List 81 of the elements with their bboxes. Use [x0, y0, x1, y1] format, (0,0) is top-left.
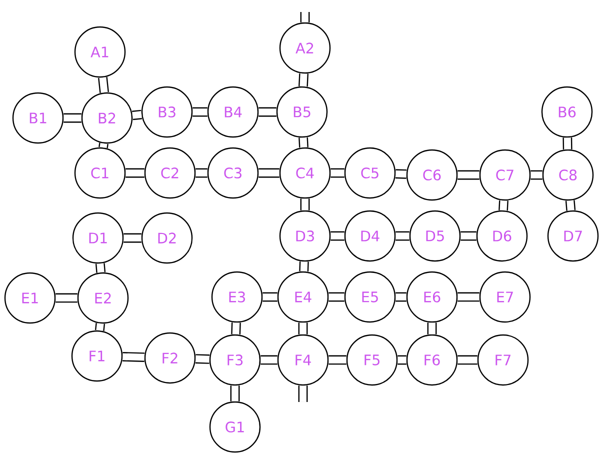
channel — [330, 231, 344, 241]
circle-node: F5 — [346, 334, 398, 386]
channel — [230, 386, 240, 402]
channel — [328, 292, 344, 302]
circle-node: B4 — [207, 86, 259, 138]
channel — [328, 355, 346, 365]
channel — [231, 322, 241, 335]
circle-node: D3 — [279, 210, 331, 262]
circle-node: C2 — [144, 147, 196, 199]
circle-node: C1 — [74, 147, 126, 199]
channel — [460, 231, 476, 241]
circle-node: C7 — [479, 149, 531, 201]
circle-node: G1 — [209, 401, 261, 453]
circle-node: D5 — [409, 210, 461, 262]
channel — [396, 292, 406, 302]
circle-node: B3 — [141, 86, 193, 138]
channel — [192, 107, 208, 117]
channel — [458, 292, 480, 302]
circle-node: B1 — [12, 92, 64, 144]
channel — [262, 292, 278, 302]
circle-node: C5 — [344, 147, 396, 199]
circle-node: E1 — [4, 272, 56, 324]
circle-node: F3 — [209, 334, 261, 386]
channel — [258, 168, 280, 178]
channel — [530, 170, 542, 180]
circle-node: C8 — [542, 149, 594, 201]
circle-node: B5 — [276, 86, 328, 138]
channel — [562, 138, 572, 150]
channel — [330, 168, 344, 178]
channel — [458, 170, 480, 180]
channel — [300, 12, 310, 22]
channel — [124, 233, 142, 243]
channel — [427, 322, 437, 334]
channel — [122, 352, 145, 362]
circle-node: C3 — [207, 147, 259, 199]
circle-node: E2 — [77, 272, 129, 324]
circle-node: E6 — [406, 271, 458, 323]
circle-node: F1 — [71, 330, 123, 382]
circle-node: F7 — [477, 334, 529, 386]
channel — [98, 142, 108, 148]
channel — [298, 322, 308, 334]
channel — [458, 355, 478, 365]
circle-node: F2 — [144, 332, 196, 384]
channel — [298, 137, 308, 148]
channel — [94, 322, 106, 331]
circle-node: D7 — [547, 210, 599, 262]
channel — [132, 110, 142, 120]
channel — [95, 263, 106, 273]
channel — [298, 386, 308, 402]
circle-node: B6 — [541, 86, 593, 138]
circle-node: F4 — [277, 334, 329, 386]
channel — [395, 169, 407, 179]
channel — [260, 355, 278, 365]
circle-node: F6 — [406, 334, 458, 386]
circle-node: E4 — [277, 271, 329, 323]
circle-node: D6 — [476, 210, 528, 262]
circle-node: D1 — [72, 212, 124, 264]
circle-node: E3 — [211, 271, 263, 323]
channel — [196, 168, 208, 178]
channel — [98, 76, 109, 94]
circle-node: C4 — [279, 147, 331, 199]
channel — [298, 73, 308, 87]
circle-node: B2 — [81, 92, 133, 144]
circle-node: D4 — [344, 210, 396, 262]
channel — [258, 107, 276, 117]
circle-node: A2 — [279, 22, 331, 74]
circle-node: E7 — [479, 271, 531, 323]
channel — [195, 354, 210, 364]
circle-node: D2 — [141, 212, 193, 264]
circle-node: E5 — [344, 271, 396, 323]
channel — [398, 355, 406, 365]
circle-node: A1 — [74, 26, 126, 78]
channel — [64, 113, 82, 123]
channel — [565, 200, 576, 211]
channel — [396, 231, 410, 241]
circle-node: C6 — [406, 149, 458, 201]
channel — [300, 198, 310, 210]
channel — [299, 261, 309, 272]
channel — [56, 293, 78, 303]
channel — [498, 200, 508, 211]
channel — [126, 168, 144, 178]
